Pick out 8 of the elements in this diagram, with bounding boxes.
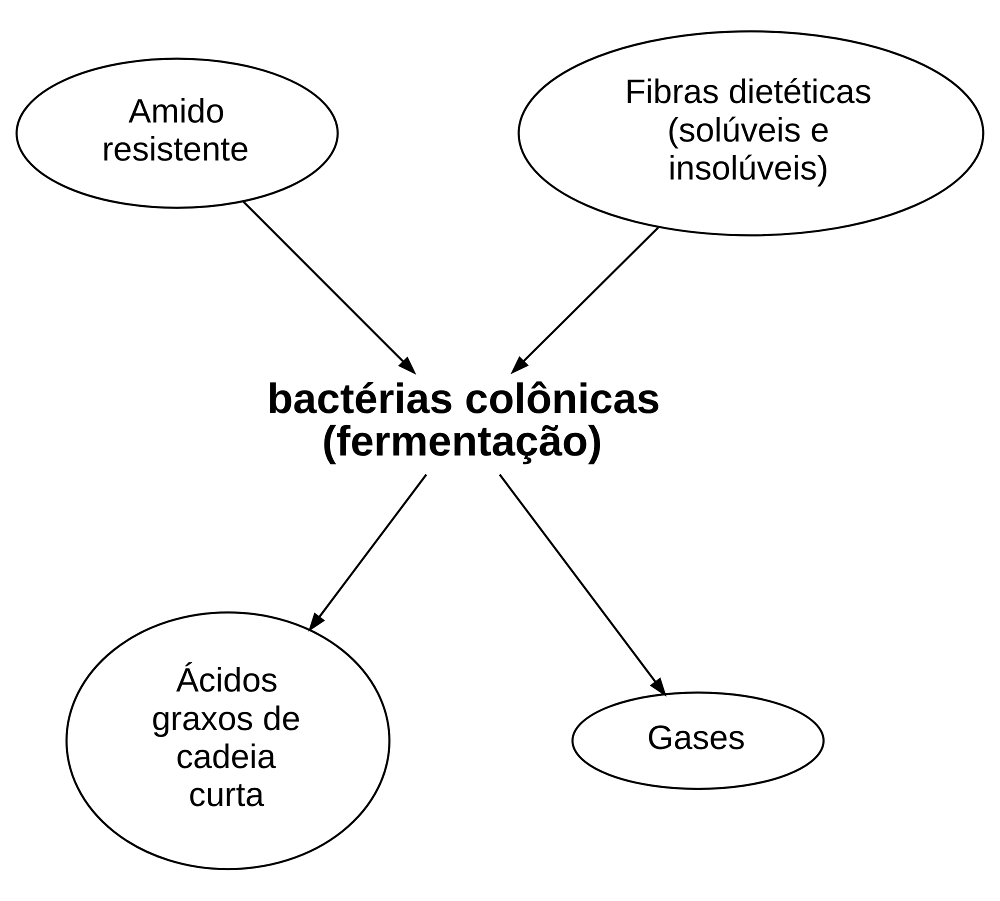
- node-ellipse: Gases: [571, 692, 825, 790]
- arrow: [308, 474, 428, 632]
- arrow: [510, 226, 660, 374]
- arrow: [498, 474, 667, 697]
- node-text: bactérias colônicas (fermentação): [267, 374, 660, 464]
- node-ellipse: Amido resistente: [16, 58, 339, 209]
- arrow: [242, 200, 416, 375]
- node-ellipse: Fibras dietéticas (solúveis e insolúveis): [518, 30, 984, 236]
